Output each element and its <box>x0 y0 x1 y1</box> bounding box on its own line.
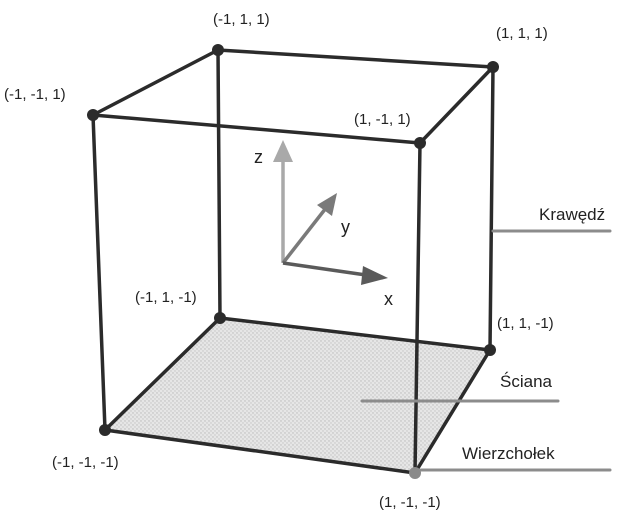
vertex-bottom-front-right <box>409 467 421 479</box>
edge-bottom-front <box>103 428 417 475</box>
edge-bottom-back <box>218 316 492 352</box>
callout-edge-label: Krawędź <box>539 205 605 224</box>
bottom-face <box>105 318 490 473</box>
label-y-axis: y <box>341 217 350 237</box>
vertex-top-back-left <box>212 44 224 56</box>
vertex-bottom-back-right <box>484 344 496 356</box>
edge-top-front <box>91 113 422 145</box>
cube-vertices <box>87 44 499 479</box>
cube-edges <box>91 48 495 475</box>
axes <box>273 140 388 285</box>
label-top-front-right: (1, -1, 1) <box>354 111 411 128</box>
label-bottom-back-right: (1, 1, -1) <box>497 315 554 332</box>
edge-top-back <box>216 48 495 69</box>
edge-bottom-left <box>103 316 222 432</box>
vertex-bottom-front-left <box>99 424 111 436</box>
edge-top-left <box>91 48 220 117</box>
edge-vertical-back-right <box>488 65 495 352</box>
edge-top-right <box>418 65 495 145</box>
vertex-top-front-right <box>414 137 426 149</box>
label-bottom-front-left: (-1, -1, -1) <box>52 454 119 471</box>
label-top-back-left: (-1, 1, 1) <box>213 11 270 28</box>
vertex-top-back-right <box>487 61 499 73</box>
callout-face-label: Ściana <box>500 372 553 391</box>
callout-vertex-label: Wierzchołek <box>462 444 555 463</box>
label-top-front-left: (-1, -1, 1) <box>4 86 66 103</box>
y-axis <box>281 206 328 265</box>
vertex-bottom-back-left <box>214 312 226 324</box>
callout-lines <box>360 229 612 472</box>
label-bottom-back-left: (-1, 1, -1) <box>135 289 197 306</box>
x-arrowhead-icon <box>361 266 388 285</box>
edge-vertical-back-left <box>216 48 222 320</box>
label-bottom-front-right: (1, -1, -1) <box>379 494 441 511</box>
label-top-back-right: (1, 1, 1) <box>496 25 548 42</box>
label-x-axis: x <box>384 289 393 309</box>
label-z-axis: z <box>254 147 263 167</box>
edge-vertical-front-left <box>91 113 107 432</box>
edge-bottom-right <box>413 348 492 475</box>
edge-vertical-front-right <box>413 141 422 475</box>
vertex-top-front-left <box>87 109 99 121</box>
z-arrowhead-icon <box>273 140 293 162</box>
x-axis <box>282 261 367 277</box>
y-arrowhead-icon <box>317 193 337 216</box>
